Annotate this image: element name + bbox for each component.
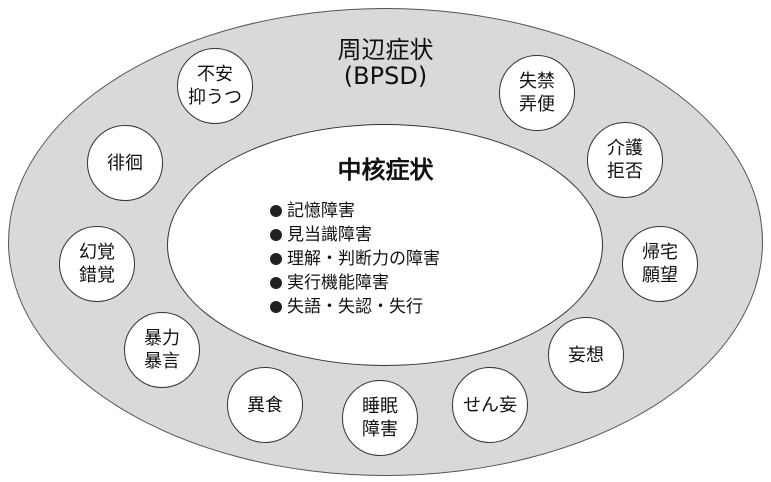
symptom-circle: せん妄 [452,367,528,443]
list-item: 記憶障害 [270,199,440,223]
peripheral-subtitle: (BPSD) [343,62,428,90]
symptom-circle: 睡眠障害 [342,380,418,456]
bullet-icon [270,277,282,289]
symptom-circle: 介護拒否 [587,122,663,198]
list-item: 見当識障害 [270,223,440,247]
core-symptom-list: 記憶障害 見当識障害 理解・判断力の障害 実行機能障害 失語・失認・失行 [270,199,440,319]
bullet-icon [270,253,282,265]
symptom-circle: 異食 [227,367,303,443]
list-item: 失語・失認・失行 [270,295,440,319]
symptom-circle: 暴力暴言 [124,312,200,388]
list-item: 理解・判断力の障害 [270,247,440,271]
bullet-icon [270,205,282,217]
symptom-circle: 妄想 [548,317,624,393]
symptom-circle: 徘徊 [87,125,163,201]
list-item: 実行機能障害 [270,271,440,295]
peripheral-title: 周辺症状 [337,36,434,64]
bullet-icon [270,229,282,241]
bullet-icon [270,301,282,313]
symptom-circle: 幻覚錯覚 [59,226,135,302]
symptom-circle: 不安抑うつ [177,48,253,124]
symptom-circle: 帰宅願望 [622,226,698,302]
core-title: 中核症状 [337,156,434,184]
symptom-circle: 失禁弄便 [499,55,575,131]
core-symptoms-ellipse [167,124,603,366]
